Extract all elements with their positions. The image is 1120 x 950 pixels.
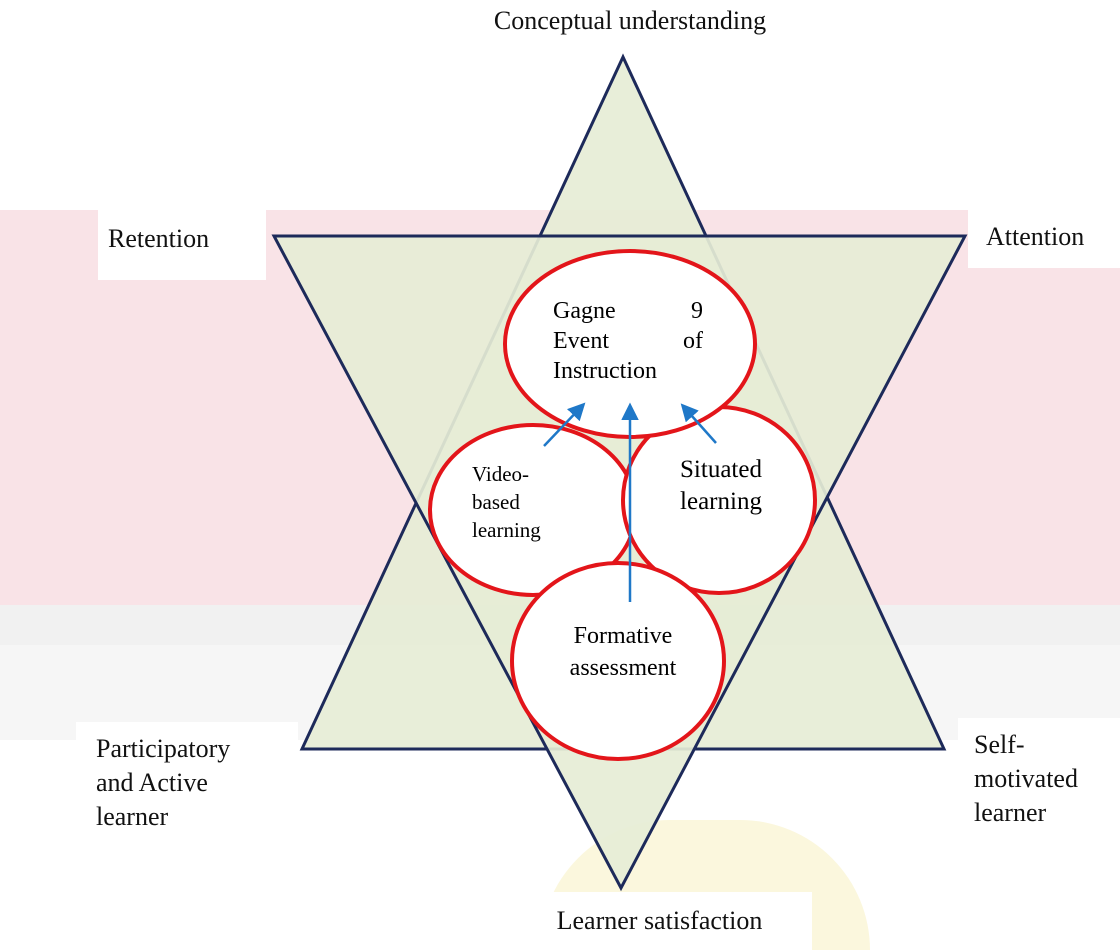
- label-conceptual-understanding: Conceptual understanding: [422, 0, 838, 52]
- video-based-learning-text: Video- based learning: [472, 462, 541, 542]
- label-attention: Attention: [968, 208, 1120, 268]
- label-learner-satisfaction: Learner satisfaction: [507, 892, 812, 950]
- arrow-situated-to-gagne: [680, 403, 717, 444]
- circle-formative-assessment: [510, 561, 726, 761]
- gagne-word-gagne: Gagne: [553, 298, 616, 324]
- label-self-motivated-learner: Self- motivated learner: [958, 718, 1120, 846]
- gagne-word-9: 9: [691, 298, 703, 324]
- gagne-word-event: Event: [553, 328, 609, 354]
- gagne-word-instruction: Instruction: [553, 358, 657, 384]
- situated-learning-text: Situated learning: [680, 456, 762, 515]
- label-retention: Retention: [98, 208, 266, 280]
- gagne-word-of: of: [683, 328, 703, 354]
- arrow-video-to-gagne: [543, 402, 586, 447]
- formative-assessment-text: Formative assessment: [569, 623, 677, 681]
- label-participatory-active-learner: Participatory and Active learner: [76, 722, 298, 850]
- gagne-circle-text: Gagne 9 Event of Instruction: [553, 296, 703, 384]
